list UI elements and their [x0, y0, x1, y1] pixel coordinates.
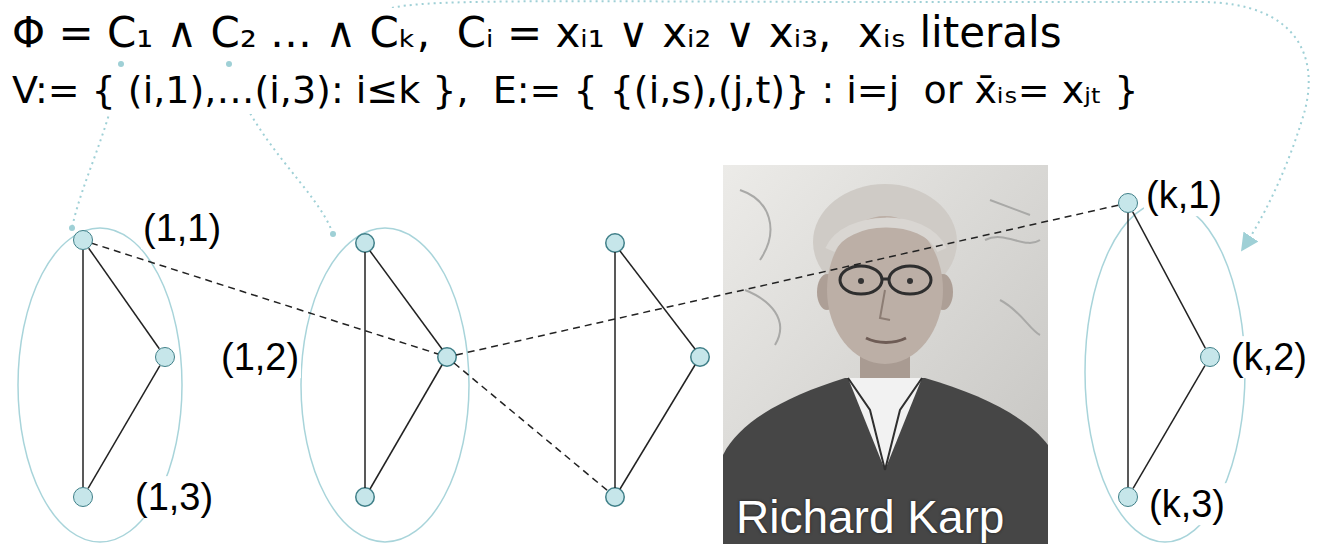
clique-edge: [88, 366, 160, 489]
vertex-circle: (k,2): [1200, 347, 1220, 367]
vertex-circle: (1,1): [73, 230, 93, 250]
vertex-circle: (1,2): [155, 347, 175, 367]
vertex-circles: [356, 234, 710, 507]
vertex-circle: (k,1): [1118, 193, 1138, 213]
vertex-label: (1,1): [141, 207, 223, 249]
portrait-photo: [723, 165, 1048, 544]
vertex-label-box: (k,3): [1147, 483, 1227, 527]
vertex-circle: (1,3): [73, 487, 93, 507]
vertex-label-box: (1,2): [219, 336, 301, 380]
clique-edge: [1133, 366, 1205, 489]
clause-ellipse: [1085, 202, 1245, 542]
photo-caption-box: Richard Karp: [736, 494, 1004, 540]
formula-line: Φ = C₁ ∧ C₂ … ∧ Cₖ, Cᵢ = xᵢ₁ ∨ xᵢ₂ ∨ xᵢ₃…: [12, 8, 1062, 58]
formula-line-box: V:= { (i,1),…(i,3): i≤k }, E:= { {(i,s),…: [12, 68, 1138, 114]
formula-line-box: Φ = C₁ ∧ C₂ … ∧ Cₖ, Cᵢ = xᵢ₁ ∨ xᵢ₂ ∨ xᵢ₃…: [12, 8, 1062, 58]
clause-triangles: [365, 251, 695, 489]
dashed-edges: [91, 205, 1119, 491]
clique-edge: [1127, 213, 1129, 487]
vertex-label-box: (1,1): [141, 207, 223, 251]
vertex-label: (1,3): [133, 476, 215, 518]
vertex-label: (1,2): [219, 336, 301, 378]
clique-edge: [1133, 212, 1206, 348]
vertex-label-box: (k,1): [1144, 174, 1224, 218]
clause-ellipse: [301, 228, 469, 542]
clique-edge: [89, 248, 160, 349]
vertex-label-box: (1,3): [133, 476, 215, 520]
vertex-circle: (k,3): [1118, 487, 1138, 507]
vertex-label: (k,3): [1147, 483, 1227, 525]
formula-line: V:= { (i,1),…(i,3): i≤k }, E:= { {(i,s),…: [12, 68, 1138, 114]
vertex-label: (k,2): [1229, 336, 1309, 378]
photo-caption: Richard Karp: [736, 494, 1004, 540]
vertex-label-box: (k,2): [1229, 336, 1309, 380]
clique-edge: [82, 250, 84, 487]
vertex-label: (k,1): [1144, 174, 1224, 216]
